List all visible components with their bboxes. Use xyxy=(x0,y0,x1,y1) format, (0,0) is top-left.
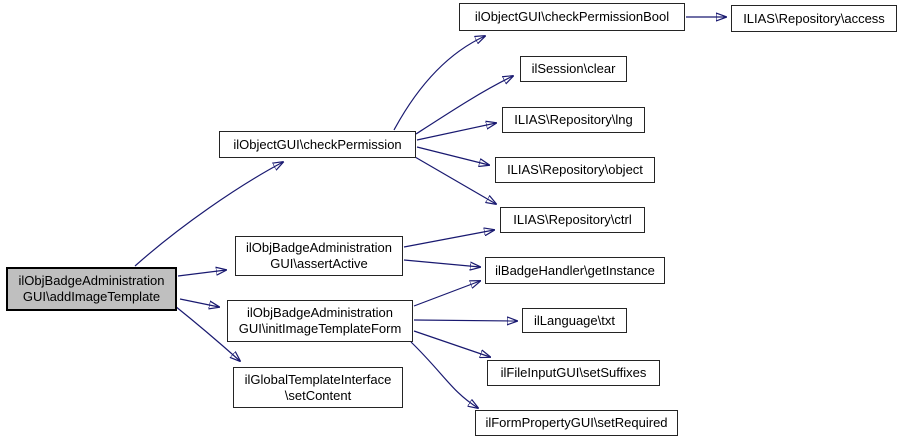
node-assertactive[interactable]: ilObjBadgeAdministration GUI\assertActiv… xyxy=(235,236,403,276)
node-initimagetemplateform[interactable]: ilObjBadgeAdministration GUI\initImageTe… xyxy=(227,300,413,342)
node-language-txt[interactable]: ilLanguage\txt xyxy=(522,308,627,333)
node-addimagetemplate: ilObjBadgeAdministration GUI\addImageTem… xyxy=(6,267,177,311)
edge-initImageTemplateForm-to-setRequired xyxy=(410,341,478,408)
edge-checkPermission-to-object xyxy=(416,146,489,165)
node-session-clear[interactable]: ilSession\clear xyxy=(520,56,627,82)
node-setcontent[interactable]: ilGlobalTemplateInterface \setContent xyxy=(233,367,403,408)
edge-checkPermission-to-checkPermissionBool xyxy=(393,36,485,131)
edge-checkPermission-to-ctrl xyxy=(414,156,496,204)
edge-addImageTemplate-to-assertActive xyxy=(177,270,226,277)
node-repository-ctrl[interactable]: ILIAS\Repository\ctrl xyxy=(500,207,645,233)
node-repository-access[interactable]: ILIAS\Repository\access xyxy=(731,5,897,32)
edge-checkPermission-to-clear xyxy=(415,76,513,135)
edge-addImageTemplate-to-checkPermission xyxy=(134,162,283,267)
edge-initImageTemplateForm-to-getInstance xyxy=(413,281,480,307)
node-formproperty-setrequired[interactable]: ilFormPropertyGUI\setRequired xyxy=(475,410,678,436)
node-checkpermission[interactable]: ilObjectGUI\checkPermission xyxy=(219,131,416,158)
edge-addImageTemplate-to-setContent xyxy=(174,305,240,361)
node-badgehandler-getinstance[interactable]: ilBadgeHandler\getInstance xyxy=(485,257,665,284)
edge-initImageTemplateForm-to-txt xyxy=(413,320,517,321)
edge-initImageTemplateForm-to-setSuffixes xyxy=(413,330,490,357)
edge-assertActive-to-ctrl xyxy=(403,230,494,248)
node-repository-object[interactable]: ILIAS\Repository\object xyxy=(495,157,655,183)
edge-addImageTemplate-to-initImageTemplateForm xyxy=(179,298,219,307)
edge-assertActive-to-getInstance xyxy=(403,259,480,267)
node-checkpermissionbool[interactable]: ilObjectGUI\checkPermissionBool xyxy=(459,3,685,31)
edge-checkPermission-to-lng xyxy=(416,123,496,141)
node-fileinput-setsuffixes[interactable]: ilFileInputGUI\setSuffixes xyxy=(487,360,660,386)
node-repository-lng[interactable]: ILIAS\Repository\lng xyxy=(502,107,645,133)
